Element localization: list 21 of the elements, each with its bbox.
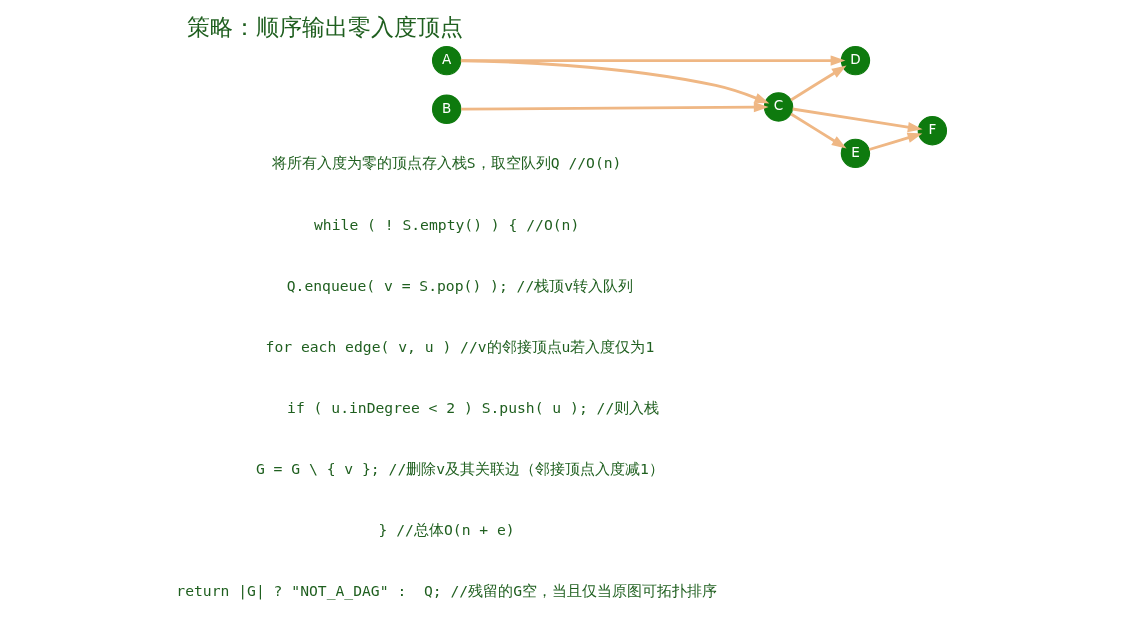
- label: while ( ! S.empty() ) { //O(n): [314, 215, 580, 233]
- node-circle: D: [840, 45, 871, 76]
- label: Q.enqueue( v = S.pop() ); //栈顶v转入队列: [286, 276, 634, 294]
- label: } //总体O(n + e): [378, 520, 515, 538]
- node-circle: E: [840, 138, 871, 169]
- node-circle: B: [431, 94, 462, 124]
- node-circle: F: [917, 116, 948, 146]
- label: G = G \ { v }; //删除v及其关联边（邻接顶点入度减1）: [255, 459, 664, 477]
- diagram-title: 策略：顺序输出零入度顶点: [186, 14, 463, 41]
- label: for each edge( v, u ) //v的邻接顶点u若入度仅为1: [265, 337, 655, 355]
- arrow: [790, 112, 847, 149]
- node-circle: C: [763, 92, 794, 122]
- label: return |G| ? "NOT_A_DAG" : Q; //残留的G空，当且仅当原图可拓扑排序: [176, 581, 717, 599]
- label: 将所有入度为零的顶点存入栈S，取空队列Q //O(n): [271, 154, 622, 172]
- arrow: [790, 65, 847, 102]
- arrow: [460, 55, 846, 66]
- arrow: [868, 132, 923, 151]
- node-circle: A: [431, 45, 462, 76]
- arrow: [461, 101, 769, 113]
- arrow: [792, 107, 923, 133]
- label: if ( u.inDegree < 2 ) S.push( u ); //则入栈: [287, 398, 660, 416]
